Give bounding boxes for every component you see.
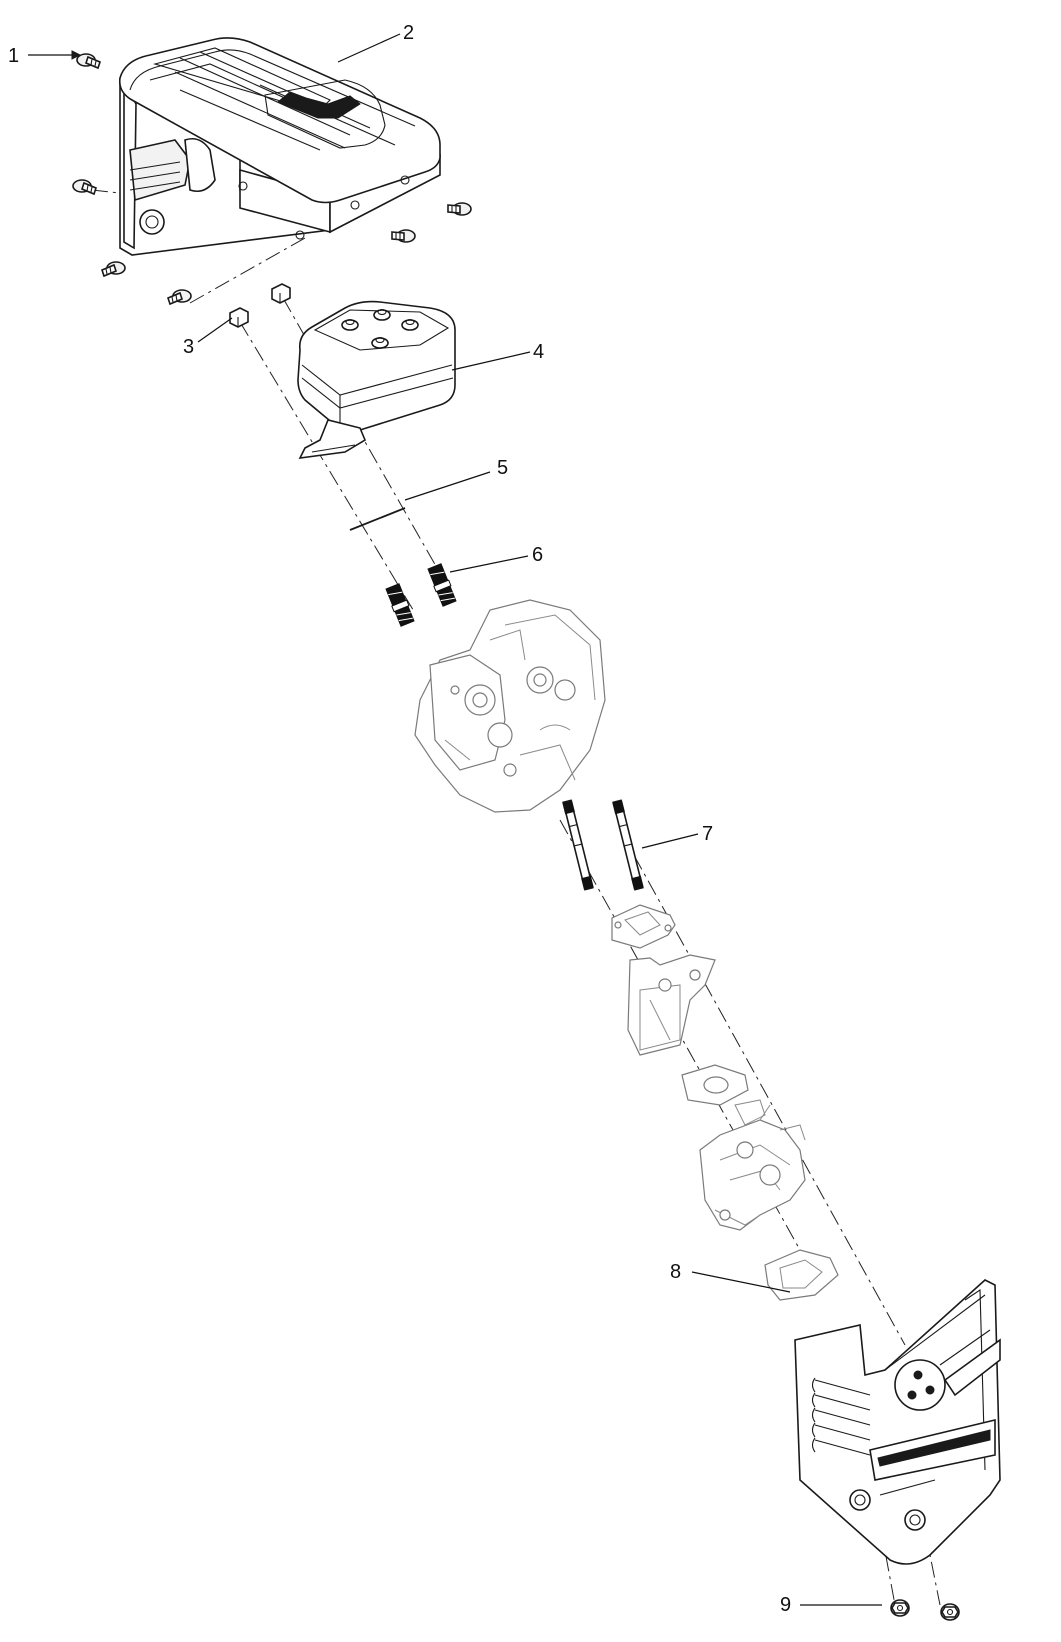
- carburetor-reference: [699, 1099, 806, 1231]
- carburetor-studs: [562, 799, 644, 891]
- callout-numbers: 1 2 3 4 5 6 7 8 9: [8, 22, 791, 1616]
- carburetor-spacer: [627, 954, 716, 1056]
- exhaust-studs: [385, 563, 457, 627]
- callout-5: 5: [497, 457, 508, 479]
- muffler: [297, 300, 456, 459]
- callout-leaders: [28, 33, 882, 1606]
- callout-3: 3: [183, 336, 194, 358]
- intake-gasket-1: [611, 904, 676, 949]
- exhaust-gasket: [349, 507, 406, 531]
- heat-shield-cover: [118, 37, 441, 256]
- muffler-nuts: [229, 283, 291, 328]
- intake-gasket-2: [681, 1064, 749, 1106]
- callout-2: 2: [403, 22, 414, 44]
- flange-bolts: [72, 53, 472, 306]
- side-shield: [794, 1279, 1001, 1565]
- brand-logo: [277, 91, 361, 119]
- callout-9: 9: [780, 1594, 791, 1616]
- shield-flange-nuts: [890, 1599, 960, 1621]
- callout-6: 6: [532, 544, 543, 566]
- callout-1: 1: [8, 45, 19, 67]
- callout-7: 7: [702, 823, 713, 845]
- air-cleaner-gasket: [764, 1249, 839, 1301]
- callout-8: 8: [670, 1261, 681, 1283]
- cylinder-head-reference: [414, 599, 606, 813]
- callout-4: 4: [533, 341, 544, 363]
